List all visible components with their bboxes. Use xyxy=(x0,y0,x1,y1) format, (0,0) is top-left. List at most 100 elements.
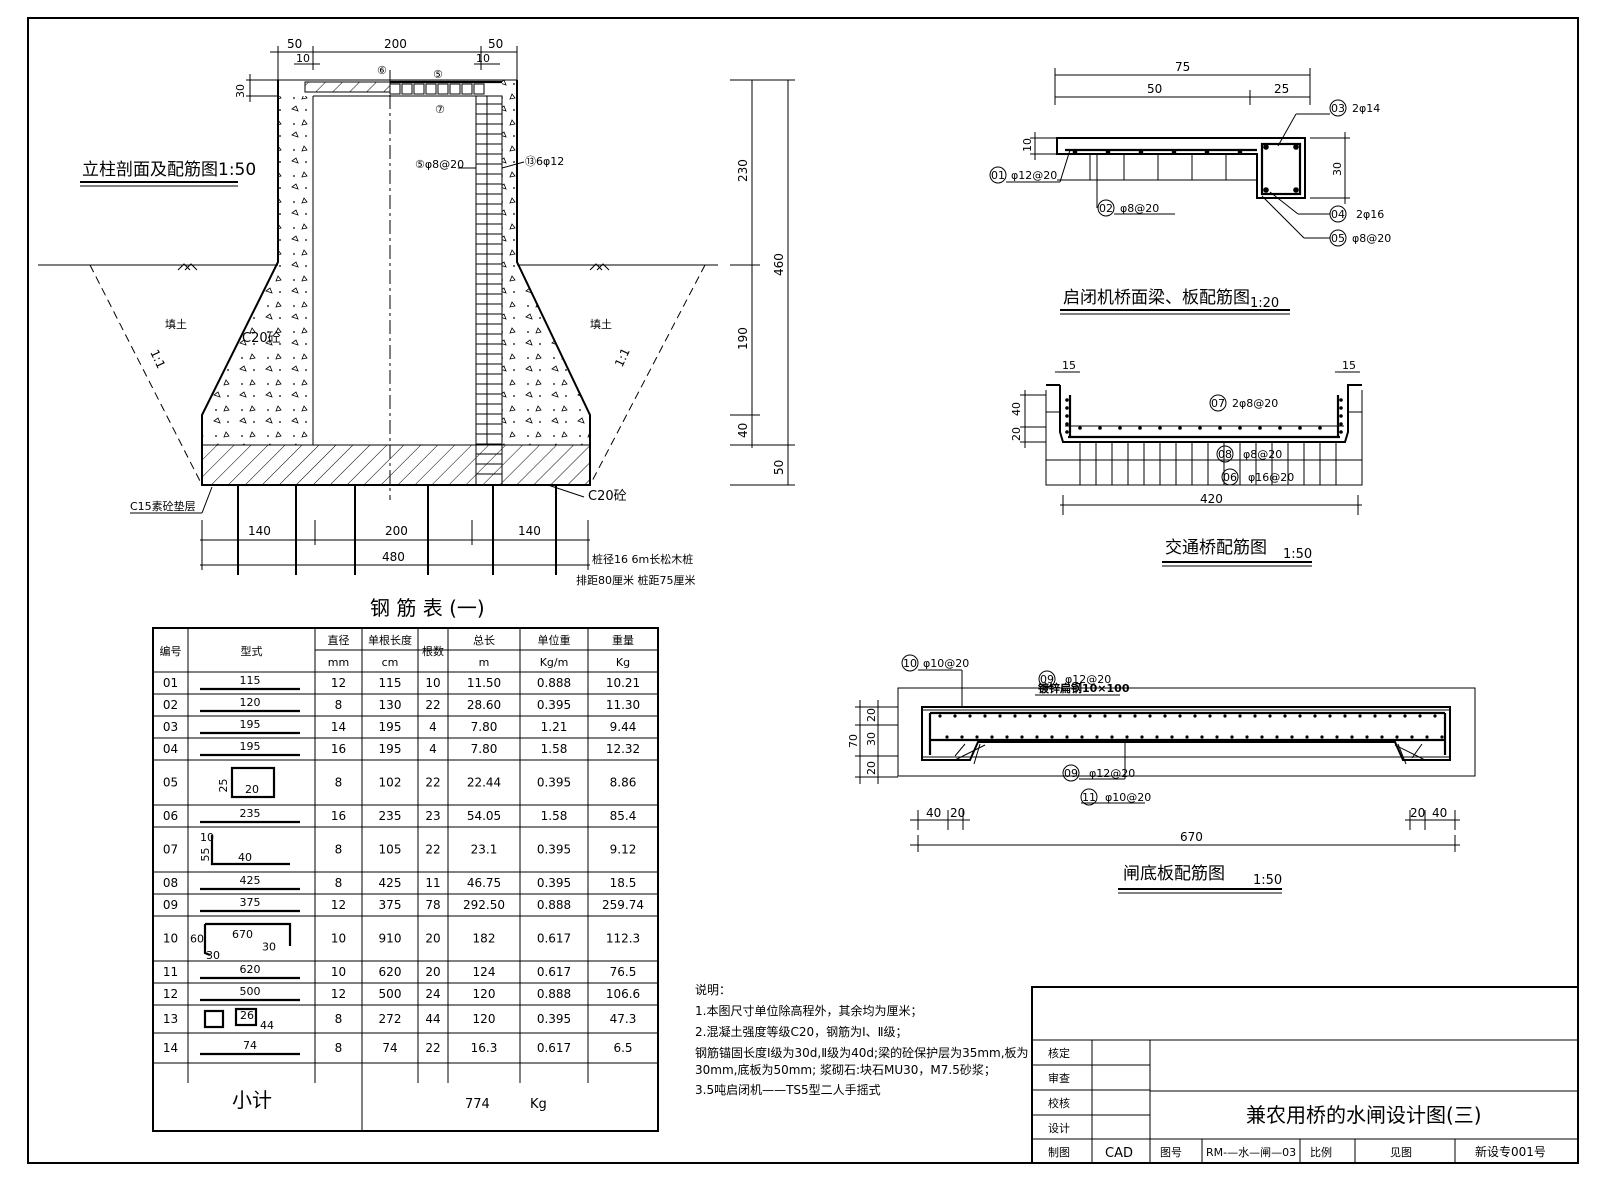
fs-dim-20-left: 20 xyxy=(950,806,965,820)
fs-label-09-spec: φ12@20 xyxy=(1065,673,1111,686)
table-cell: 6.5 xyxy=(613,1041,632,1055)
table-cell: 22.44 xyxy=(467,776,501,790)
beam-label-04-spec: 2φ16 xyxy=(1356,208,1384,221)
table-cell: 0.395 xyxy=(537,698,571,712)
shape-label: 235 xyxy=(240,807,261,820)
rebar-table-title: 钢 筋 表 (一) xyxy=(370,596,485,620)
shape-label: 25 xyxy=(217,779,230,793)
tb-label-08-spec: φ8@20 xyxy=(1243,448,1282,461)
rebar-label-5-spec: ⑤φ8@20 xyxy=(415,158,464,171)
slope-right: 1:1 xyxy=(612,346,633,369)
notes-line-1: 1.本图尺寸单位除高程外，其余均为厘米； xyxy=(695,1003,922,1018)
dim-bottom-3: 140 xyxy=(518,524,541,538)
table-cell: 12.32 xyxy=(606,742,640,756)
table-cell: 11 xyxy=(163,965,178,979)
dim-top-3: 50 xyxy=(488,37,503,51)
table-cell: 8 xyxy=(335,876,343,890)
piles xyxy=(237,485,557,575)
table-cell: 8 xyxy=(335,698,343,712)
table-cell: 20 xyxy=(425,965,440,979)
table-cell: 22 xyxy=(425,1041,440,1055)
table-cell: 0.395 xyxy=(537,776,571,790)
table-cell: 16.3 xyxy=(471,1041,498,1055)
traffic-bridge: 15 15 40 20 07 2φ8@20 08 φ8@20 06 φ16@20… xyxy=(1010,359,1363,567)
table-cell: 0.395 xyxy=(537,1012,571,1026)
subtotal-unit: Kg xyxy=(530,1097,547,1112)
beam-label-01-no: 01 xyxy=(991,169,1005,182)
table-cell: 24 xyxy=(425,987,440,1001)
table-cell: 02 xyxy=(163,698,178,712)
table-cell: 0.395 xyxy=(537,843,571,857)
table-cell: 0.617 xyxy=(537,1041,571,1055)
table-cell: 07 xyxy=(163,843,178,857)
dim-right-50: 50 xyxy=(772,460,786,475)
table-cell: 1.21 xyxy=(541,720,568,734)
rebar-table: 钢 筋 表 (一) 编号型式直径mm单根长度cm根数总长m单位重Kg/m重量Kg… xyxy=(152,596,659,1132)
table-cell: 54.05 xyxy=(467,809,501,823)
table-cell: 182 xyxy=(473,932,496,946)
beam-dim-25: 25 xyxy=(1274,82,1289,96)
table-cell: 76.5 xyxy=(610,965,637,979)
table-header-unit-3: cm xyxy=(382,656,399,669)
dim-right-230: 230 xyxy=(736,159,750,182)
pile-note-2: 排距80厘米 桩距75厘米 xyxy=(576,573,696,587)
title-block: 核定 审查 校核 设计 兼农用桥的水闸设计图(三) 制图 CAD 图号 RM-—… xyxy=(1031,986,1579,1164)
table-cell: 22 xyxy=(425,843,440,857)
notes-line-3: 钢筋锚固长度Ⅰ级为30d,Ⅱ级为40d;梁的砼保护层为35mm,板为 xyxy=(695,1045,1029,1060)
table-header-unit-2: mm xyxy=(328,656,349,669)
table-header-0: 编号 xyxy=(160,644,182,658)
table-cell: 10 xyxy=(163,932,178,946)
table-cell: 0.617 xyxy=(537,965,571,979)
table-cell: 0.617 xyxy=(537,932,571,946)
tb-label-06-no: 06 xyxy=(1223,471,1237,484)
shape-label: 60 xyxy=(190,933,204,946)
table-cell: 120 xyxy=(473,1012,496,1026)
tb-dim-420: 420 xyxy=(1200,492,1223,506)
shape-label: 375 xyxy=(240,896,261,909)
beam-label-01-spec: φ12@20 xyxy=(1011,169,1057,182)
shape-label: 44 xyxy=(260,1019,274,1032)
table-cell: 18.5 xyxy=(610,876,637,890)
fs-dim-670: 670 xyxy=(1180,830,1203,844)
table-cell: 500 xyxy=(379,987,402,1001)
tb-label-06-spec: φ16@20 xyxy=(1248,471,1294,484)
table-header-6: 单位重 xyxy=(538,633,571,647)
fs-label-09-no: 09 xyxy=(1040,673,1054,686)
table-cell: 12 xyxy=(163,987,178,1001)
table-cell: 08 xyxy=(163,876,178,890)
shape-label: 30 xyxy=(262,941,276,954)
table-cell: 259.74 xyxy=(602,898,644,912)
scale-value: 见图 xyxy=(1390,1146,1412,1159)
table-cell: 10 xyxy=(331,932,346,946)
no-value: RM-—水—闸—03 xyxy=(1206,1146,1296,1159)
notes-line-2: 2.混凝土强度等级C20，钢筋为Ⅰ、Ⅱ级； xyxy=(695,1024,908,1039)
table-cell: 1.58 xyxy=(541,809,568,823)
beam-label-05-spec: φ8@20 xyxy=(1352,232,1391,245)
drawing-title: 兼农用桥的水闸设计图(三) xyxy=(1246,1103,1482,1127)
subtotal-value: 774 xyxy=(465,1097,490,1112)
dim-bottom-1: 140 xyxy=(248,524,271,538)
shape-label: 10 xyxy=(200,831,214,844)
dim-right-40: 40 xyxy=(736,423,750,438)
table-cell: 105 xyxy=(379,843,402,857)
table-cell: 12 xyxy=(331,898,346,912)
beam-label-03-spec: 2φ14 xyxy=(1352,102,1380,115)
shape-label: 195 xyxy=(240,740,261,753)
table-cell: 115 xyxy=(379,676,402,690)
shape-label: 195 xyxy=(240,718,261,731)
cushion-label: C15素砼垫层 xyxy=(130,499,196,513)
shape-label: 115 xyxy=(240,674,261,687)
traffic-bridge-title: 交通桥配筋图 xyxy=(1165,538,1267,558)
dim-bottom-2: 200 xyxy=(385,524,408,538)
fs-label-09b-spec: φ12@20 xyxy=(1089,767,1135,780)
rebar-label-5: ⑤ xyxy=(433,68,443,81)
table-cell: 1.58 xyxy=(541,742,568,756)
table-cell: 375 xyxy=(379,898,402,912)
table-cell: 22 xyxy=(425,776,440,790)
